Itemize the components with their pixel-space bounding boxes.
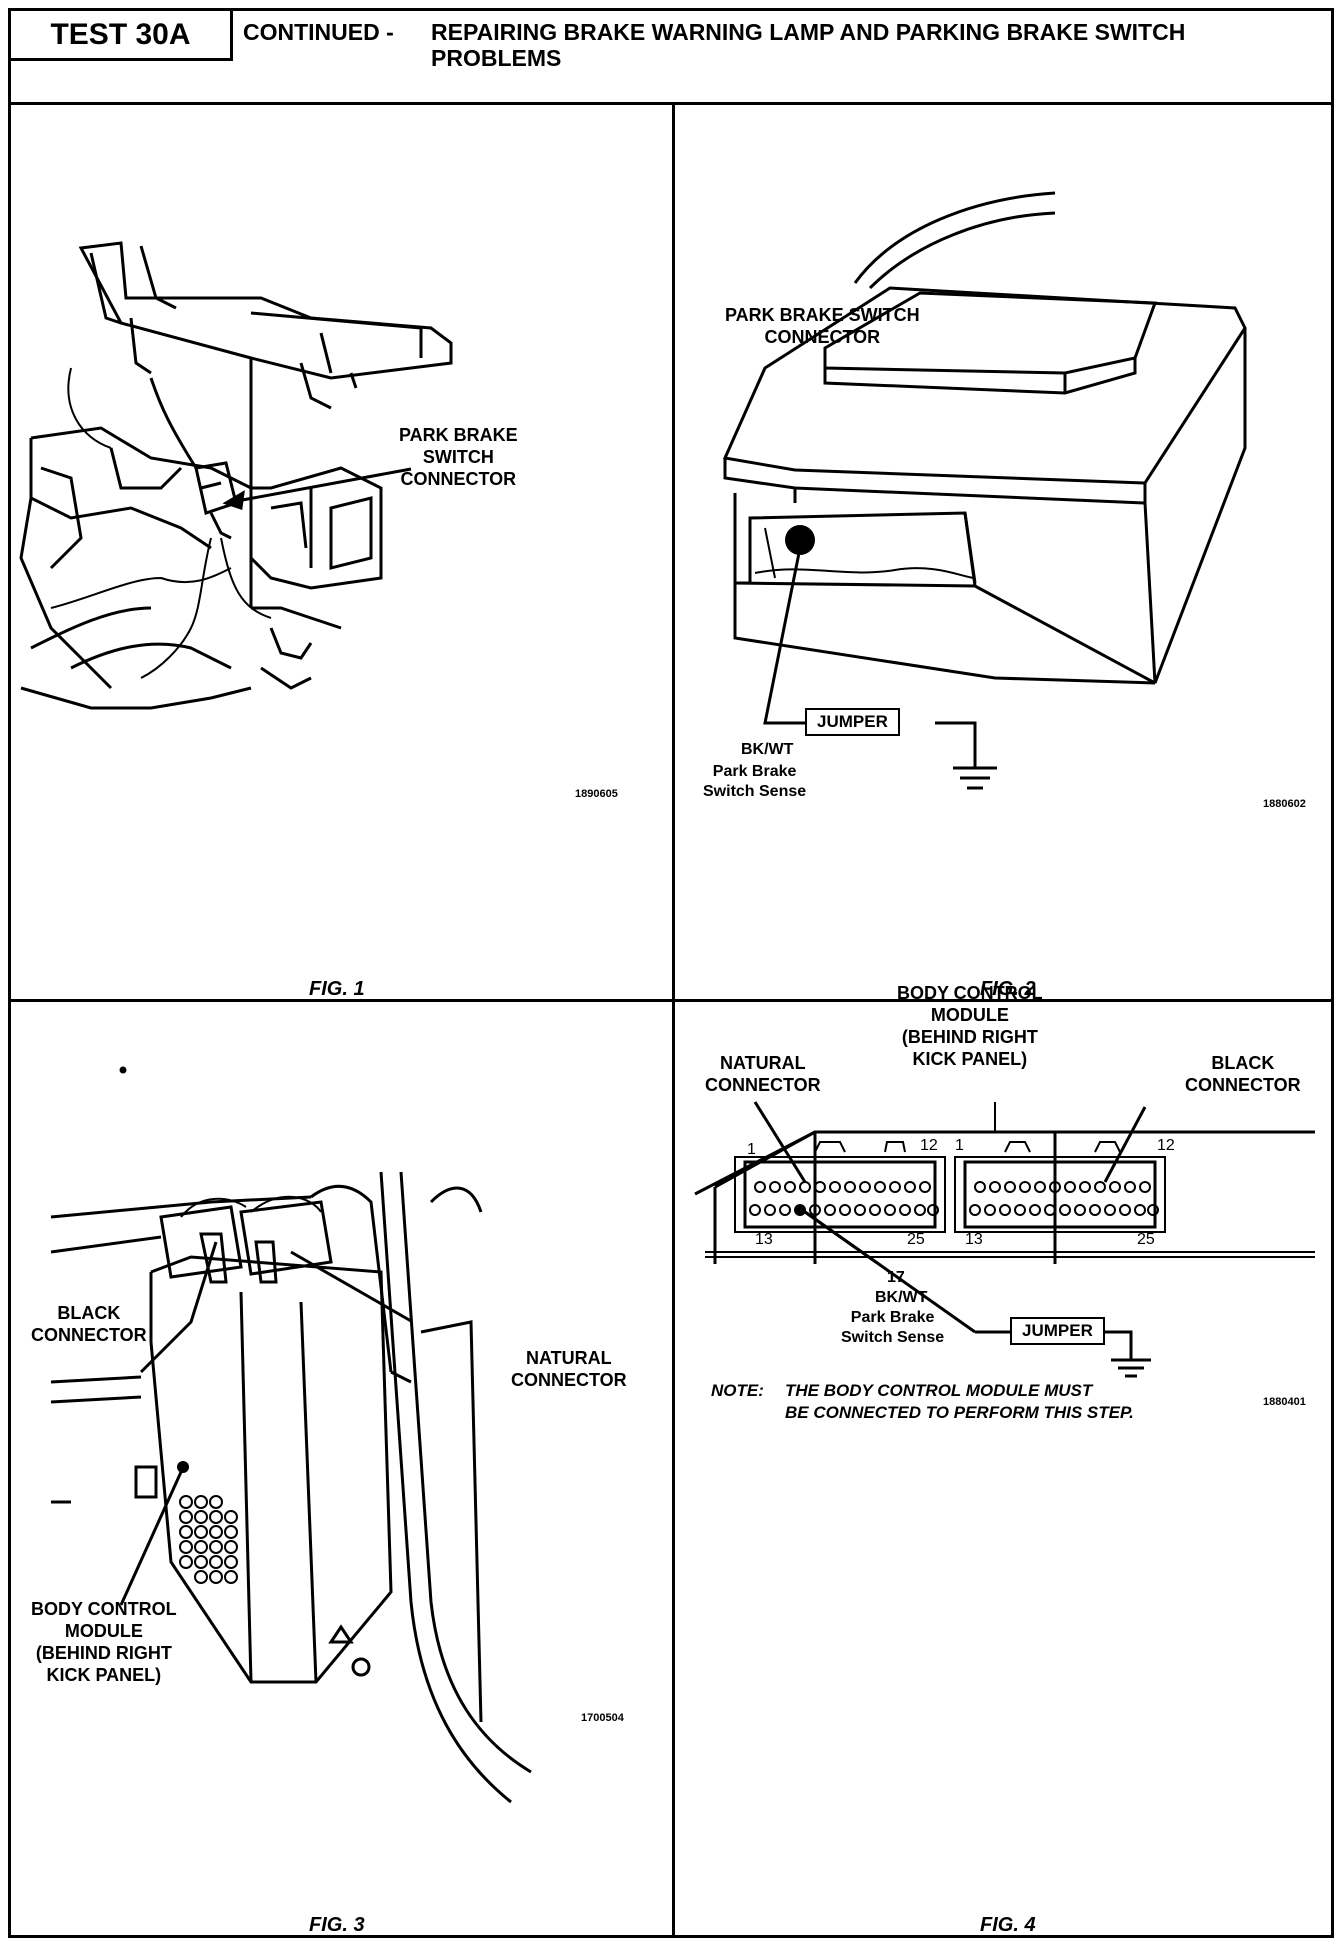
fig2-pin-dot [785,525,815,555]
fig4-label-natural-connector: NATURAL CONNECTOR [705,1053,821,1095]
fig4-black-pins [969,1181,1159,1216]
fig2-panel: PARK BRAKE SWITCH CONNECTOR JUMPER BK/WT… [675,108,1331,1000]
page-frame: TEST 30A CONTINUED - REPAIRING BRAKE WAR… [8,8,1334,1938]
fig3-drawing [50,1066,532,1804]
page-title: REPAIRING BRAKE WARNING LAMP AND PARKING… [431,19,1186,71]
fig4-pin-25-left: 25 [907,1231,925,1248]
fig4-note-text: THE BODY CONTROL MODULE MUST BE CONNECTE… [785,1381,1134,1422]
divider-vertical [672,105,675,1938]
fig4-code: 1880401 [1263,1396,1306,1408]
test-id: TEST 30A [11,11,233,61]
header: TEST 30A CONTINUED - REPAIRING BRAKE WAR… [11,11,1331,105]
fig4-pin-13-left: 13 [755,1231,773,1248]
fig2-drawing [722,191,1247,790]
divider-horizontal [11,999,1331,1002]
fig3-panel: BLACK CONNECTOR NATURAL CONNECTOR BODY C… [11,1002,669,1938]
fig2-jumper-box: JUMPER [805,708,900,736]
fig2-wire-desc: Park Brake Switch Sense [703,763,807,800]
fig2-caption: FIG. 2 [980,978,1036,1000]
fig4-pin-number: 17 [887,1269,905,1286]
fig4-drawing [675,1101,1331,1564]
fig1-caption: FIG. 1 [309,978,365,1000]
fig3-label-bcm: BODY CONTROL MODULE (BEHIND RIGHT KICK P… [31,1599,177,1685]
fig4-natural-pins [749,1181,939,1216]
fig4-pin-12-right: 12 [1157,1137,1175,1154]
fig4-jumper-box: JUMPER [1010,1317,1105,1345]
fig4-panel: BODY CONTROL MODULE (BEHIND RIGHT KICK P… [675,983,1331,1938]
fig3-code: 1700504 [581,1712,624,1724]
fig2-code: 1880602 [1263,798,1306,810]
fig4-pin-17 [794,1204,806,1216]
fig1-label-park-brake-switch-connector: PARK BRAKE SWITCH CONNECTOR [399,425,518,489]
fig4-pin-1-left: 1 [747,1141,756,1158]
fig1-drawing [19,241,453,710]
continued-label: CONTINUED - [243,19,394,45]
fig1-panel: PARK BRAKE SWITCH CONNECTOR 1890605 FIG.… [11,108,669,1000]
fig4-label-bcm: BODY CONTROL MODULE (BEHIND RIGHT KICK P… [897,983,1043,1069]
fig4-wire-color: BK/WT [875,1289,928,1306]
fig4-pin-13-right: 13 [965,1231,983,1248]
fig4-pin-12-left: 12 [920,1137,938,1154]
fig4-pin-25-right: 25 [1137,1231,1155,1248]
fig4-label-black-connector: BLACK CONNECTOR [1185,1053,1301,1095]
fig4-note-label: NOTE: [711,1381,764,1400]
fig2-label-title: PARK BRAKE SWITCH CONNECTOR [725,305,920,347]
fig1-code: 1890605 [575,788,618,800]
fig3-label-natural-connector: NATURAL CONNECTOR [511,1348,627,1390]
fig4-caption: FIG. 4 [980,1914,1036,1936]
fig3-label-black-connector: BLACK CONNECTOR [31,1303,147,1345]
fig3-vent-holes [179,1495,238,1584]
fig4-pin-1-right: 1 [955,1137,964,1154]
fig3-caption: FIG. 3 [309,1914,365,1936]
fig4-wire-desc: Park Brake Switch Sense [841,1309,945,1346]
fig2-wire-color: BK/WT [741,741,794,758]
